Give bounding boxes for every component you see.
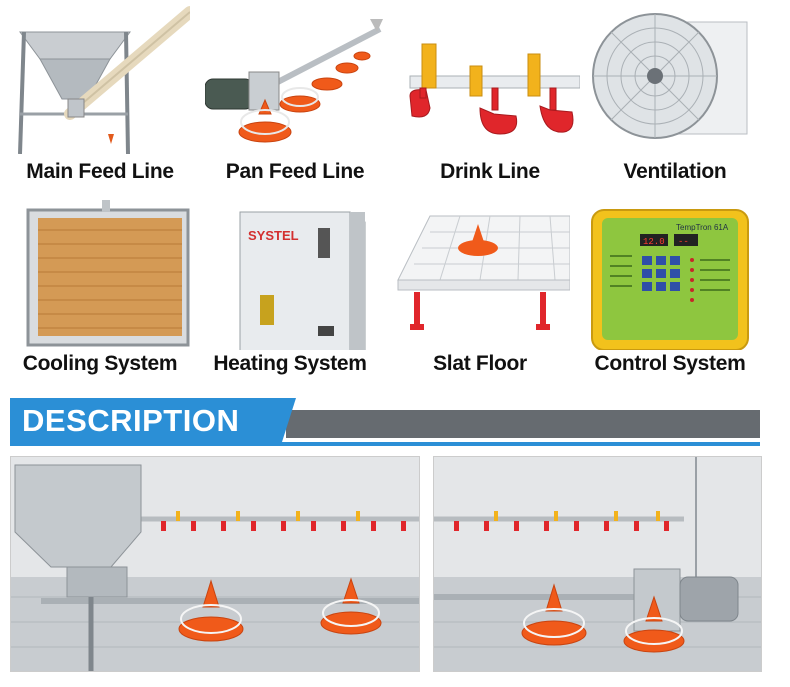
- description-banner: DESCRIPTION: [10, 398, 760, 446]
- plastic-slat-floor-image: [390, 200, 570, 350]
- product-main-feed-line: Main Feed Line: [5, 0, 195, 190]
- heater-unit-image: SYSTEL: [200, 200, 380, 350]
- climate-controller-image: TempTron 61A 12.0 --: [580, 200, 760, 350]
- svg-text:--: --: [678, 237, 689, 247]
- banner-blue-tab: DESCRIPTION: [10, 398, 282, 442]
- product-caption: Heating System: [213, 352, 367, 375]
- product-cooling-system: Cooling System: [5, 196, 195, 386]
- svg-text:SYSTEL: SYSTEL: [248, 228, 299, 243]
- product-caption: Control System: [594, 352, 746, 375]
- nipple-drinker-line-image: [400, 4, 580, 154]
- product-drink-line: Drink Line: [395, 0, 585, 190]
- svg-text:12.0: 12.0: [643, 237, 665, 247]
- feed-hopper-auger-image: [10, 4, 190, 154]
- product-caption: Main Feed Line: [26, 160, 174, 183]
- section-title: DESCRIPTION: [22, 403, 240, 438]
- cooling-pad-image: [10, 200, 190, 350]
- feed-line-photo-left: [10, 456, 420, 672]
- product-caption: Drink Line: [440, 160, 540, 183]
- banner-tab-edge: [282, 398, 296, 442]
- product-caption: Slat Floor: [433, 352, 527, 375]
- feed-line-photo-right: [433, 456, 762, 672]
- product-caption: Pan Feed Line: [225, 160, 365, 183]
- svg-text:TempTron 61A: TempTron 61A: [676, 223, 729, 232]
- product-heating-system: SYSTEL Heating System: [195, 196, 385, 386]
- product-slat-floor: Slat Floor: [385, 196, 575, 386]
- banner-underline: [10, 442, 760, 446]
- cone-fan-image: [585, 4, 765, 154]
- product-pan-feed-line: Pan Feed Line: [200, 0, 390, 190]
- product-control-system: TempTron 61A 12.0 -- Control System: [575, 196, 765, 386]
- product-caption: Ventilation: [623, 160, 727, 183]
- banner-grey-bar: [286, 410, 760, 438]
- product-caption: Cooling System: [22, 352, 178, 375]
- pan-feeder-line-image: [205, 4, 385, 154]
- product-ventilation: Ventilation: [580, 0, 770, 190]
